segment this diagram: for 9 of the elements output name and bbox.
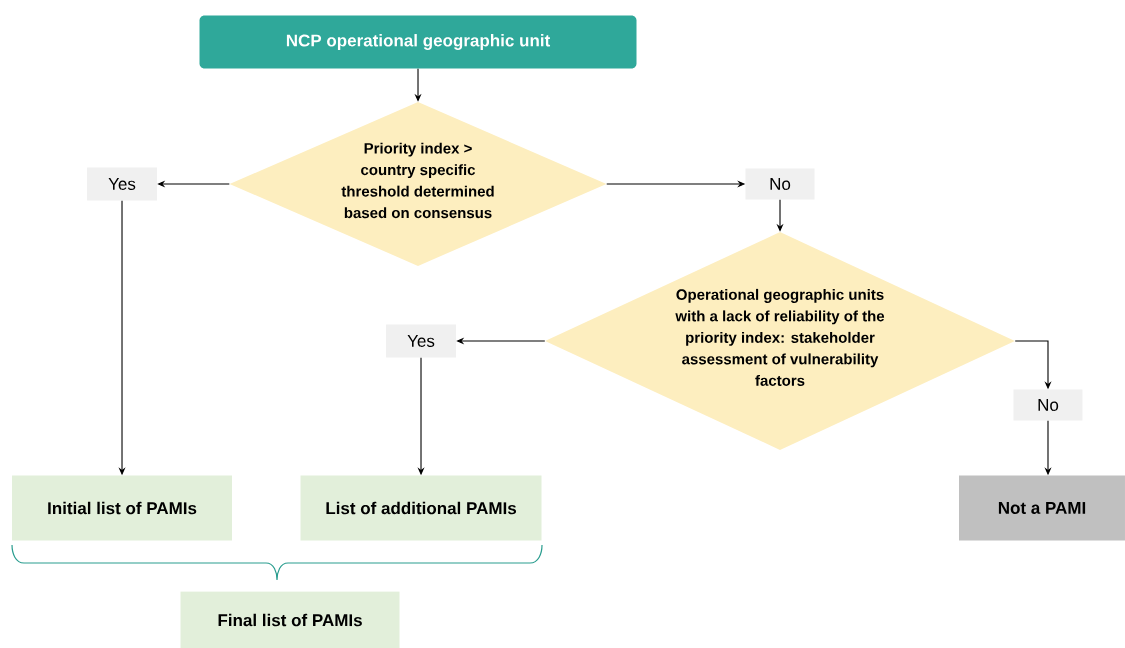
result-box: Final list of PAMIs [180, 591, 400, 648]
result-box: List of additional PAMIs [300, 475, 542, 541]
answer-tag: Yes [386, 324, 456, 358]
result-box: Not a PAMI [959, 475, 1125, 541]
result-box: Initial list of PAMIs [12, 475, 232, 541]
process-box: NCP operational geographic unit [199, 15, 637, 69]
answer-tag: No [1013, 389, 1083, 421]
answer-tag: Yes [87, 167, 157, 201]
answer-tag: No [745, 168, 815, 200]
